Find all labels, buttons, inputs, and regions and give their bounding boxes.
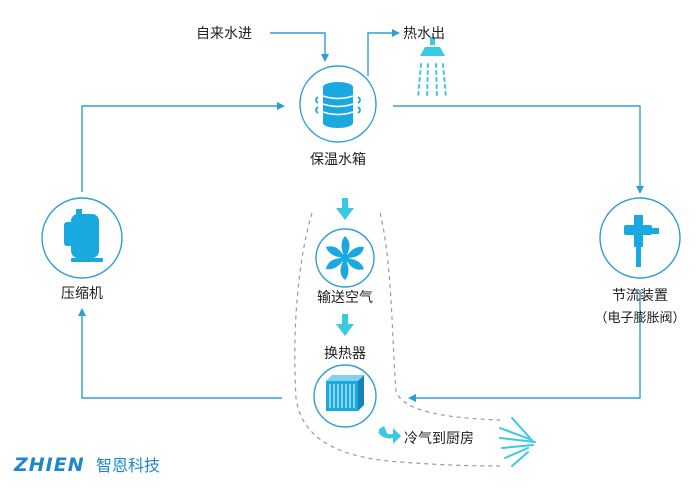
compressor-label: 压缩机 (61, 286, 103, 302)
air-arrow-2 (336, 314, 354, 336)
throttle-sublabel: （电子膨胀阀） (594, 311, 685, 326)
brand-name-cn: 智恩科技 (96, 456, 160, 475)
heat-exchanger-icon (326, 375, 364, 411)
water-tank-icon (315, 82, 361, 128)
flow-line-compressor-to-tank (81, 102, 285, 192)
flow-line-throttle-to-exchanger (408, 290, 641, 402)
cold-air-arrow (378, 426, 401, 444)
air-arrow-1 (336, 198, 354, 220)
expansion-valve-node (599, 197, 681, 279)
fan-icon (325, 236, 365, 280)
water-tank-node (299, 65, 377, 143)
water-in-label: 自来水进 (196, 26, 252, 42)
compressor-node (41, 197, 123, 279)
compressor-icon (64, 209, 103, 262)
flow-line-hot-water-out (367, 29, 400, 76)
fan-label: 输送空气 (317, 290, 373, 306)
hot-water-out-label: 热水出 (403, 26, 445, 42)
water-tank-label: 保温水箱 (310, 152, 366, 168)
refrigerant-loop (78, 29, 644, 402)
throttle-label: 节流装置 (612, 288, 668, 304)
brand-logo: ZHIEN 智恩科技 (13, 454, 160, 476)
flow-line-exchanger-to-compressor (78, 308, 282, 399)
flow-line-water-in (270, 32, 329, 62)
cold-air-burst (499, 417, 536, 467)
flow-line-tank-to-throttle (393, 105, 644, 194)
expansion-valve-icon (624, 215, 659, 267)
cold-air-label: 冷气到厨房 (404, 431, 474, 447)
heat-exchanger-label: 换热器 (324, 345, 366, 362)
shower-icon (417, 37, 447, 99)
brand-name-en: ZHIEN (13, 454, 85, 476)
fan-node (315, 228, 375, 288)
heat-exchanger-node (313, 364, 377, 428)
